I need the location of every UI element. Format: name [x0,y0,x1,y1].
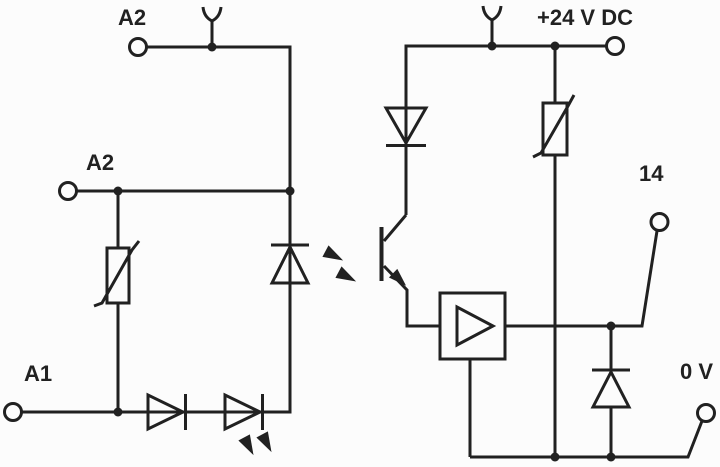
plug-fork [201,6,223,23]
junction-dot [285,186,295,196]
wire-output-and-lever-14 [505,230,659,328]
optocoupler-led-icon [269,243,357,285]
left-input-circuit: A2 A2 A1 [3,5,357,456]
diode-triangle [383,106,429,147]
supply-terminal-24vdc [605,36,625,56]
label-supply: +24 V DC [537,5,633,30]
label-a1: A1 [24,361,52,386]
led-triangle [223,392,264,432]
wire-input-loop [21,45,292,414]
varistor-output-icon [532,46,576,457]
terminal-a2-top [128,37,148,57]
junction-dot [606,321,616,331]
varistor-body [105,246,131,305]
plug-contact-right-icon [481,5,503,46]
amplifier-triangle [455,304,497,348]
wire-0v-rail-and-lever [470,420,704,459]
label-a2-mid: A2 [86,150,114,175]
led-light-arrow [335,266,357,282]
terminal-a2-mid [58,181,78,201]
diode-triangle [146,392,187,432]
led-light-arrow [238,434,254,456]
reverse-protection-diode-icon [383,106,429,147]
varistor-stroke [93,240,141,308]
indicator-led-icon [223,392,272,456]
junction-dot [550,41,560,51]
right-output-circuit: +24 V DC 14 0 V [379,5,716,462]
junction-dot [606,452,616,462]
led-light-arrow [322,245,344,261]
optocoupler-phototransistor-icon [379,214,440,328]
junction-dot [550,452,560,462]
junction-dot [113,186,123,196]
junction-dot [487,41,497,51]
varistor-input-icon [93,191,141,412]
wire-supply-top [404,44,607,215]
terminal-0v [696,403,716,423]
freewheeling-diode-icon [590,326,632,457]
label-14: 14 [639,161,664,186]
varistor-stroke [532,94,576,159]
label-a2-top: A2 [118,5,146,30]
plug-fork [481,5,503,22]
varistor-body [541,101,569,157]
plug-contact-left-icon [201,6,223,47]
led-triangle [269,243,311,285]
emitter-arrow [388,268,407,286]
transistor-collector [382,214,408,242]
driver-amplifier-icon [438,291,507,457]
junction-dot [207,42,217,52]
junction-dot [113,407,123,417]
label-0v: 0 V [680,359,713,384]
terminal-14 [649,212,670,232]
diode-triangle [590,368,632,409]
led-light-arrow [256,431,272,453]
series-diode-icon [146,392,187,432]
terminal-a1 [3,402,23,422]
